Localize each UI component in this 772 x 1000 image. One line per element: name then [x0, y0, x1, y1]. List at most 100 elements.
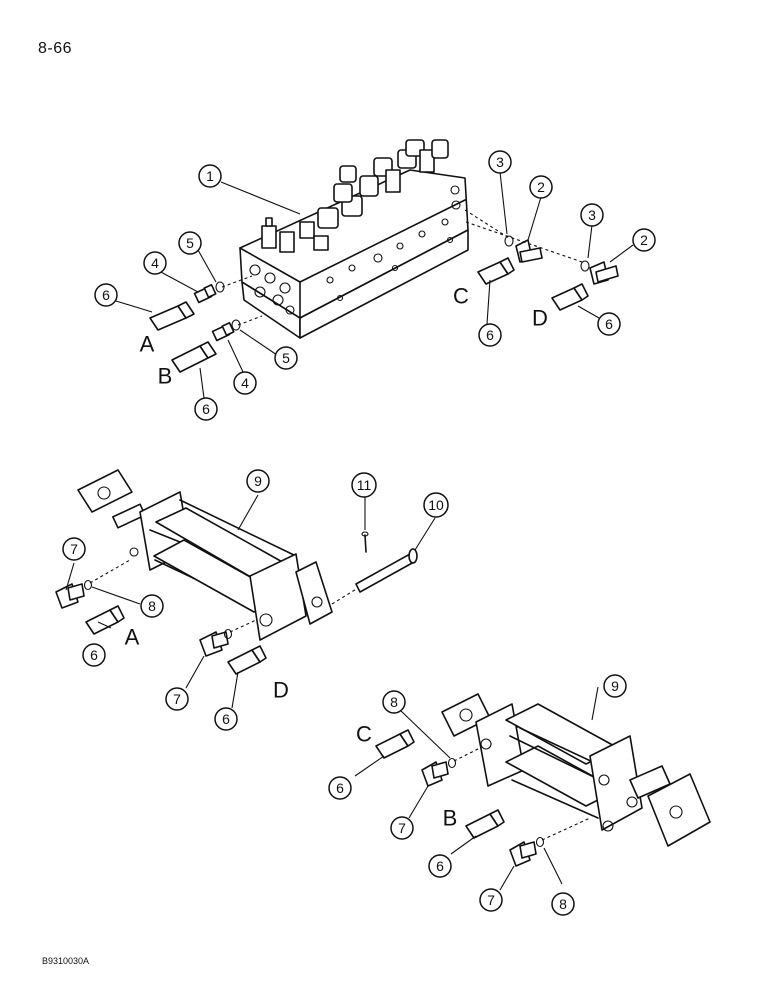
hose-fitting-b-top	[171, 341, 217, 373]
port-label-c: C	[453, 284, 469, 309]
o-ring-5-lower	[231, 319, 241, 331]
callout-balloon-7: 7	[62, 537, 86, 561]
svg-text:4: 4	[241, 375, 249, 391]
callout-balloon-3: 3	[580, 203, 604, 227]
svg-text:2: 2	[537, 179, 545, 195]
svg-text:2: 2	[640, 232, 648, 248]
hydraulic-cylinder-upper	[77, 469, 333, 641]
svg-text:6: 6	[605, 316, 613, 332]
hose-fitting-c-lower	[375, 729, 415, 759]
callout-balloon-9: 9	[246, 469, 270, 493]
callout-balloon-6: 6	[428, 854, 452, 878]
svg-text:6: 6	[486, 327, 494, 343]
svg-text:6: 6	[436, 858, 444, 874]
svg-text:6: 6	[202, 401, 210, 417]
port-label-a: A	[140, 332, 155, 357]
port-label-b: B	[158, 364, 173, 389]
valve-fittings	[149, 209, 619, 373]
page-number: 8-66	[38, 40, 73, 57]
svg-text:11: 11	[357, 477, 372, 493]
callout-balloon-2: 2	[529, 175, 553, 199]
o-ring-3-right	[580, 260, 590, 272]
svg-text:9: 9	[611, 678, 619, 694]
elbow-fitting-7-mid	[199, 631, 229, 657]
elbow-fitting-2-left	[515, 239, 543, 263]
svg-text:1: 1	[206, 168, 214, 184]
svg-text:10: 10	[428, 497, 444, 513]
elbow-fitting-2-right	[589, 261, 619, 285]
svg-text:8: 8	[559, 896, 567, 912]
adapter-fitting-4-top	[193, 283, 217, 304]
port-label-d: D	[532, 306, 548, 331]
hose-fitting-d-top	[551, 283, 589, 311]
hose-fitting-c-top	[477, 257, 515, 285]
callout-balloon-6: 6	[597, 312, 621, 336]
elbow-fitting-7-left	[55, 583, 85, 609]
callout-balloon-7: 7	[390, 816, 414, 840]
callout-balloon-6: 6	[94, 283, 118, 307]
svg-text:9: 9	[254, 473, 262, 489]
port-label-b: B	[443, 806, 458, 831]
o-ring-3-left	[504, 235, 514, 247]
callout-balloon-10: 10	[423, 492, 449, 518]
callout-balloon-6: 6	[478, 323, 502, 347]
svg-text:8: 8	[148, 598, 156, 614]
o-ring-8-left	[83, 579, 93, 591]
callout-balloon-6: 6	[82, 643, 106, 667]
figure-code: B9310030A	[42, 956, 90, 966]
svg-text:5: 5	[186, 235, 194, 251]
hydraulic-cylinder-lower	[441, 693, 711, 847]
elbow-fitting-7-c	[421, 761, 449, 787]
port-label-d: D	[273, 678, 289, 703]
callout-balloon-3: 3	[488, 150, 512, 174]
hose-fitting-a-top	[149, 301, 195, 331]
svg-text:4: 4	[151, 255, 159, 271]
callout-balloon-6: 6	[194, 397, 218, 421]
callout-balloon-4: 4	[233, 371, 257, 395]
svg-text:5: 5	[282, 350, 290, 366]
solenoid-stack	[261, 139, 449, 253]
svg-text:3: 3	[496, 154, 504, 170]
svg-text:8: 8	[390, 694, 398, 710]
svg-text:7: 7	[70, 541, 78, 557]
svg-text:6: 6	[90, 647, 98, 663]
svg-text:7: 7	[487, 892, 495, 908]
svg-text:7: 7	[173, 691, 181, 707]
svg-text:6: 6	[336, 780, 344, 796]
callout-balloon-6: 6	[214, 707, 238, 731]
svg-text:6: 6	[222, 711, 230, 727]
valve-block	[239, 139, 469, 339]
lower-cylinder-fittings	[375, 729, 591, 867]
leader-lines	[65, 171, 634, 891]
port-label-c: C	[356, 722, 372, 747]
callout-balloon-5: 5	[178, 231, 202, 255]
callout-balloon-9: 9	[603, 674, 627, 698]
upper-cylinder-fittings	[55, 559, 359, 675]
callout-balloon-2: 2	[632, 228, 656, 252]
svg-text:3: 3	[588, 207, 596, 223]
callout-balloon-8: 8	[140, 594, 164, 618]
callout-balloon-5: 5	[274, 346, 298, 370]
hose-fitting-d-lower	[227, 645, 267, 675]
o-ring-8-c	[447, 757, 457, 769]
callout-balloon-11: 11	[351, 472, 377, 498]
callout-balloon-8: 8	[382, 690, 406, 714]
hose-fitting-b-lower	[465, 809, 505, 839]
elbow-fitting-7-b	[509, 841, 537, 867]
svg-text:6: 6	[102, 287, 110, 303]
callout-balloon-1: 1	[198, 164, 222, 188]
callout-balloon-6: 6	[328, 776, 352, 800]
cotter-pin-11	[361, 531, 369, 553]
svg-text:7: 7	[398, 820, 406, 836]
o-ring-5-top	[215, 281, 225, 293]
o-ring-8-b	[535, 836, 545, 848]
hose-fitting-a-lower	[85, 605, 125, 635]
port-label-a: A	[125, 625, 140, 650]
callout-balloon-7: 7	[165, 687, 189, 711]
callout-balloon-8: 8	[551, 892, 575, 916]
callout-balloon-7: 7	[479, 888, 503, 912]
adapter-fitting-4-lower	[211, 321, 235, 342]
clevis-pin-10	[355, 548, 418, 593]
callout-balloon-4: 4	[143, 251, 167, 275]
